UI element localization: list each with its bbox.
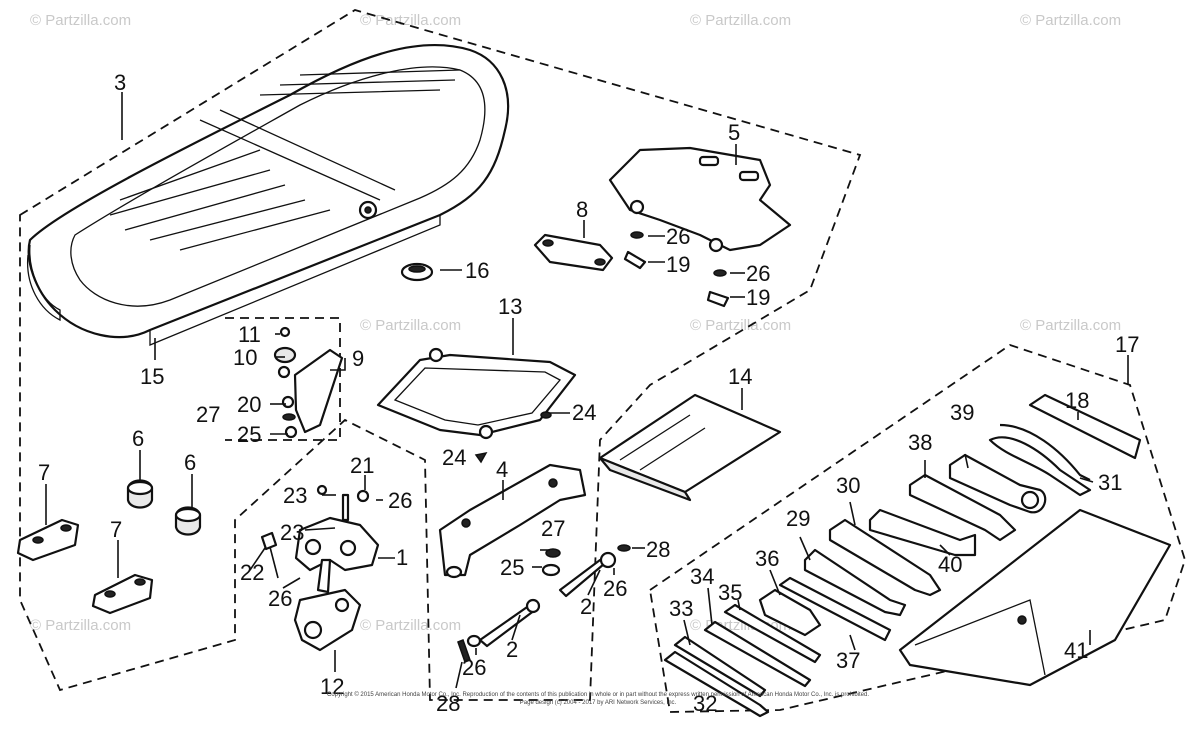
tray-13 (376, 347, 577, 464)
callout-28: 28 (646, 537, 670, 562)
wrench-29 (803, 548, 907, 617)
callout-5: 5 (728, 120, 740, 145)
callout-21: 21 (350, 453, 374, 478)
callout-8: 8 (576, 197, 588, 222)
watermark: © Partzilla.com (690, 317, 791, 334)
callout-32: 32 (693, 691, 717, 716)
callout-34: 34 (690, 564, 714, 589)
callout-39: 39 (950, 400, 974, 425)
seat-assembly (26, 43, 510, 346)
watermark: © Partzilla.com (360, 617, 461, 634)
callout-28: 28 (436, 691, 460, 716)
handle-32 (663, 650, 770, 718)
callout-37: 37 (836, 648, 860, 673)
tool-bag-41 (898, 508, 1172, 687)
tool-kit (663, 393, 1172, 718)
seat-stay-4 (438, 463, 587, 579)
socket-36 (758, 588, 822, 637)
watermark: © Partzilla.com (690, 12, 791, 29)
callout-26: 26 (388, 488, 412, 513)
watermark: © Partzilla.com (1020, 12, 1121, 29)
seat-lock-stay (273, 326, 344, 439)
callout-3: 3 (114, 70, 126, 95)
callout-26: 26 (666, 224, 690, 249)
callout-7: 7 (38, 460, 50, 485)
group-outlines (19, 9, 1186, 713)
copyright-footer: Copyright © 2015 American Honda Motor Co… (327, 691, 869, 706)
callout-19: 19 (746, 285, 770, 310)
callout-12: 12 (320, 674, 344, 699)
callout-26: 26 (462, 655, 486, 680)
callout-40: 40 (938, 552, 962, 577)
callout-26: 26 (746, 261, 770, 286)
seat (27, 43, 510, 339)
callout-6: 6 (132, 426, 144, 451)
brackets-1-12 (260, 484, 380, 652)
callout-33: 33 (669, 596, 693, 621)
callout-11: 11 (238, 322, 261, 347)
callout-4: 4 (496, 457, 508, 482)
callout-24: 24 (572, 400, 596, 425)
watermark: © Partzilla.com (30, 617, 131, 634)
callout-16: 16 (465, 258, 489, 283)
grommet-16 (400, 262, 434, 282)
main-group-outline (19, 9, 862, 701)
callout-29: 29 (786, 506, 810, 531)
watermark: © Partzilla.com (1020, 317, 1121, 334)
driver-35 (723, 603, 822, 664)
callout-labels: 1 2 2 3 4 5 6 6 7 7 8 9 10 11 12 13 14 1… (38, 70, 1139, 716)
watermark: © Partzilla.com (360, 317, 461, 334)
callout-26: 26 (603, 576, 627, 601)
copyright-line-2: Page design (c) 2004 - 2017 by ARI Netwo… (520, 700, 677, 706)
callout-27: 27 (541, 516, 565, 541)
callout-24: 24 (442, 445, 466, 470)
callout-15: 15 (140, 364, 164, 389)
callout-6: 6 (184, 450, 196, 475)
wrench-38 (908, 473, 1017, 542)
watermark: © Partzilla.com (360, 12, 461, 29)
callout-22: 22 (240, 560, 264, 585)
callout-20: 20 (237, 392, 261, 417)
handle-18 (1028, 393, 1142, 460)
rubber-8 (533, 233, 614, 272)
callout-36: 36 (755, 546, 779, 571)
callout-2: 2 (506, 637, 518, 662)
callout-41: 41 (1064, 638, 1088, 663)
pliers-31 (988, 436, 1092, 497)
mounts-left (16, 479, 202, 615)
callout-27: 27 (196, 402, 220, 427)
hardware-center (457, 544, 631, 663)
callout-14: 14 (728, 364, 752, 389)
owners-manual-14 (598, 393, 782, 502)
callout-13: 13 (498, 294, 522, 319)
callout-18: 18 (1065, 388, 1089, 413)
callout-31: 31 (1098, 470, 1122, 495)
callout-23: 23 (283, 483, 307, 508)
callout-1: 1 (396, 545, 408, 570)
callout-9: 9 (352, 346, 364, 371)
leader-lines (45, 92, 1129, 689)
callout-7: 7 (110, 517, 122, 542)
tool-kit-outline (649, 344, 1186, 713)
callout-25: 25 (237, 422, 261, 447)
callout-10: 10 (233, 345, 257, 370)
callout-19: 19 (666, 252, 690, 277)
spanner-40 (868, 508, 977, 557)
wrench-30 (828, 518, 942, 597)
callout-23: 23 (280, 520, 304, 545)
callout-35: 35 (718, 580, 742, 605)
callout-38: 38 (908, 430, 932, 455)
callout-17: 17 (1115, 332, 1139, 357)
seat-bracket-5 (608, 146, 792, 308)
callout-30: 30 (836, 473, 860, 498)
driver-33 (673, 635, 767, 698)
callout-26: 26 (268, 586, 292, 611)
callout-25: 25 (500, 555, 524, 580)
callout-2: 2 (580, 594, 592, 619)
extension-bar-37 (778, 576, 892, 642)
watermark: © Partzilla.com (30, 12, 131, 29)
copyright-line-1: Copyright © 2015 American Honda Motor Co… (327, 691, 869, 698)
